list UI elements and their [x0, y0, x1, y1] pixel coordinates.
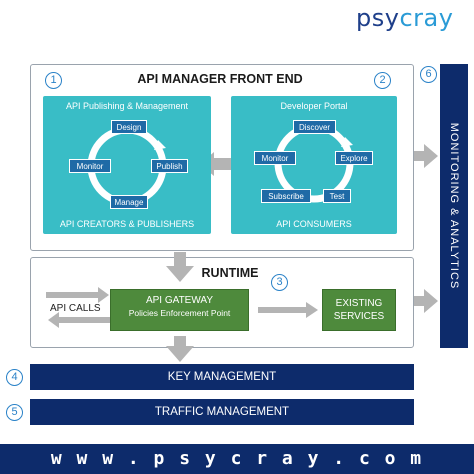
api-gateway-title: API GATEWAY: [145, 295, 214, 306]
brand-logo: psycray: [356, 4, 453, 32]
step-publish: Publish: [151, 159, 188, 173]
brand-logo-part1: psy: [356, 4, 400, 32]
portal-cycle-arrowhead: [341, 137, 353, 147]
api-calls-label: API CALLS: [50, 303, 101, 314]
footer-url: w w w . p s y c r a y . c o m: [0, 444, 474, 474]
step-test: Test: [323, 189, 351, 203]
developer-portal-footer: API CONSUMERS: [276, 219, 352, 229]
down-arrow-to-key: [166, 336, 194, 362]
step-design: Design: [111, 120, 147, 134]
badge-3: 3: [271, 274, 288, 291]
api-gateway-box: API GATEWAY Policies Enforcement Point: [110, 289, 249, 331]
badge-5: 5: [6, 404, 23, 421]
badge-6: 6: [420, 66, 437, 83]
developer-portal-title: Developer Portal: [280, 101, 348, 111]
step-manage: Manage: [110, 195, 148, 209]
step-subscribe: Subscribe: [261, 189, 311, 203]
traffic-management-bar: TRAFFIC MANAGEMENT: [30, 399, 414, 425]
right-arrow-runtime: [414, 289, 438, 313]
monitoring-analytics-label: MONITORING & ANALYTICS: [448, 122, 460, 290]
runtime-title: RUNTIME: [201, 266, 259, 280]
key-management-bar: KEY MANAGEMENT: [30, 364, 414, 390]
monitoring-analytics-bar: [440, 64, 468, 348]
step-discover: Discover: [293, 120, 336, 134]
developer-portal-box: [231, 96, 397, 234]
brand-logo-part2: cray: [399, 4, 454, 32]
existing-services-line2: SERVICES: [333, 311, 385, 322]
arrow-calls-out: [48, 312, 111, 328]
front-end-title: API MANAGER FRONT END: [137, 72, 303, 86]
existing-services-box: EXISTING SERVICES: [322, 289, 396, 331]
arrow-to-services: [258, 302, 318, 318]
badge-2: 2: [374, 72, 391, 89]
existing-services-line1: EXISTING: [335, 298, 383, 309]
step-monitor-portal: Monitor: [254, 151, 296, 165]
api-gateway-subtitle: Policies Enforcement Point: [128, 308, 231, 318]
publishing-cycle-arrowhead: [154, 140, 166, 150]
right-arrow-front-end: [414, 144, 438, 168]
badge-1: 1: [45, 72, 62, 89]
down-arrow-to-runtime: [166, 252, 194, 282]
badge-4: 4: [6, 369, 23, 386]
step-monitor-publishing: Monitor: [69, 159, 111, 173]
arrow-calls-in: [46, 287, 109, 303]
api-publishing-footer: API CREATORS & PUBLISHERS: [59, 219, 195, 229]
api-publishing-title: API Publishing & Management: [65, 101, 189, 111]
step-explore: Explore: [335, 151, 373, 165]
